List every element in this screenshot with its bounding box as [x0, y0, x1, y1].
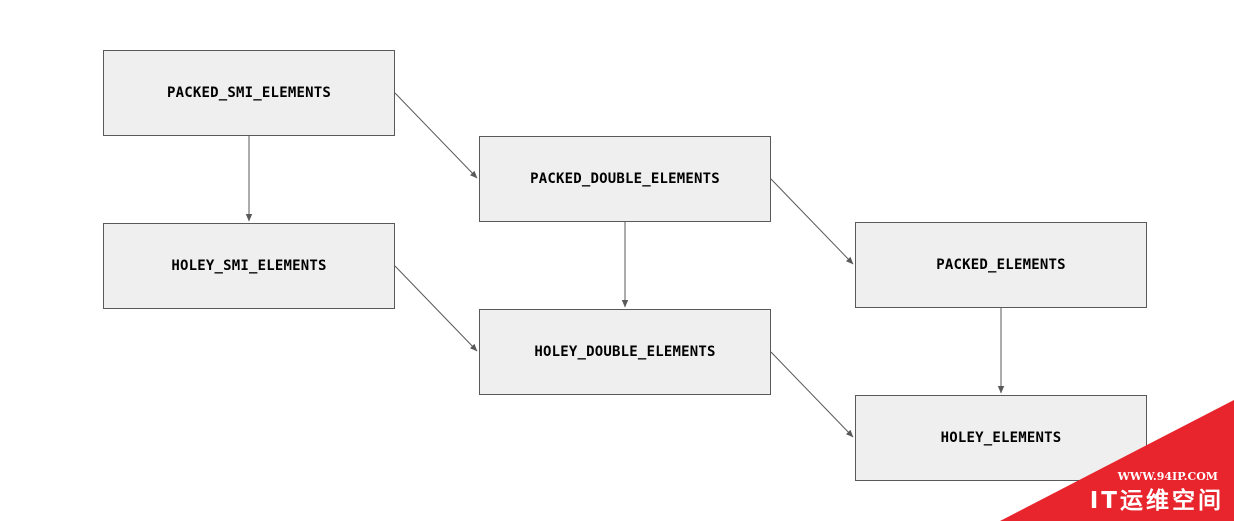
node-label: HOLEY_SMI_ELEMENTS — [171, 258, 327, 274]
arrow-holey-smi-to-holey-double — [394, 265, 478, 352]
node-holey-elements: HOLEY_ELEMENTS — [855, 395, 1147, 481]
node-packed-double-elements: PACKED_DOUBLE_ELEMENTS — [479, 136, 771, 222]
arrow-holey-double-to-holey — [770, 351, 854, 438]
node-label: HOLEY_ELEMENTS — [940, 430, 1062, 446]
node-packed-smi-elements: PACKED_SMI_ELEMENTS — [103, 50, 395, 136]
node-holey-smi-elements: HOLEY_SMI_ELEMENTS — [103, 223, 395, 309]
node-label: PACKED_DOUBLE_ELEMENTS — [530, 171, 720, 187]
node-label: PACKED_ELEMENTS — [936, 257, 1066, 273]
arrow-packed-double-to-packed — [770, 178, 854, 265]
node-label: PACKED_SMI_ELEMENTS — [167, 85, 331, 101]
node-holey-double-elements: HOLEY_DOUBLE_ELEMENTS — [479, 309, 771, 395]
arrow-packed-smi-to-packed-double — [394, 92, 478, 179]
node-label: HOLEY_DOUBLE_ELEMENTS — [534, 344, 716, 360]
node-packed-elements: PACKED_ELEMENTS — [855, 222, 1147, 308]
